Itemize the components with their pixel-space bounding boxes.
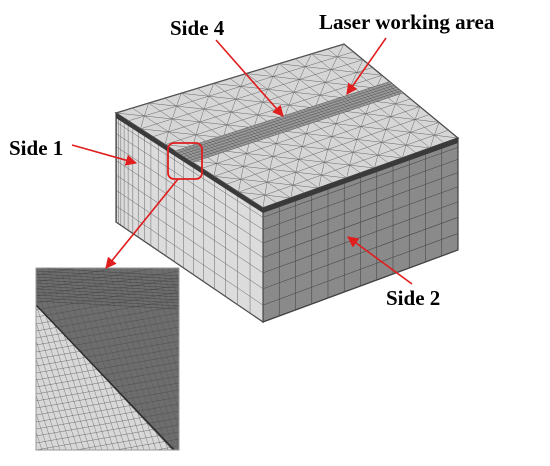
label-side-4: Side 4 [170, 16, 225, 40]
zoom-inset [35, 267, 180, 451]
laser-track-mesh [174, 81, 404, 163]
arrow-callout-to-inset [105, 178, 179, 269]
front-face-mesh [262, 137, 459, 323]
left-face-mesh [115, 112, 264, 323]
inset-dark-region [36, 268, 179, 450]
inset-mesh [36, 268, 179, 450]
annotation-arrows [71, 37, 413, 285]
callout-box [167, 142, 203, 180]
arrow-side-4 [215, 39, 284, 117]
arrow-side-2 [347, 236, 413, 285]
top-layer-band-front [263, 138, 458, 213]
label-laser-working-area: Laser working area [319, 10, 495, 34]
label-side-2: Side 2 [386, 286, 441, 310]
top-layer-band-left [116, 113, 263, 213]
arrow-side-1 [71, 144, 138, 166]
arrow-laser-area [346, 37, 387, 95]
inset-boundary [36, 304, 176, 450]
label-side-1: Side 1 [9, 136, 64, 160]
